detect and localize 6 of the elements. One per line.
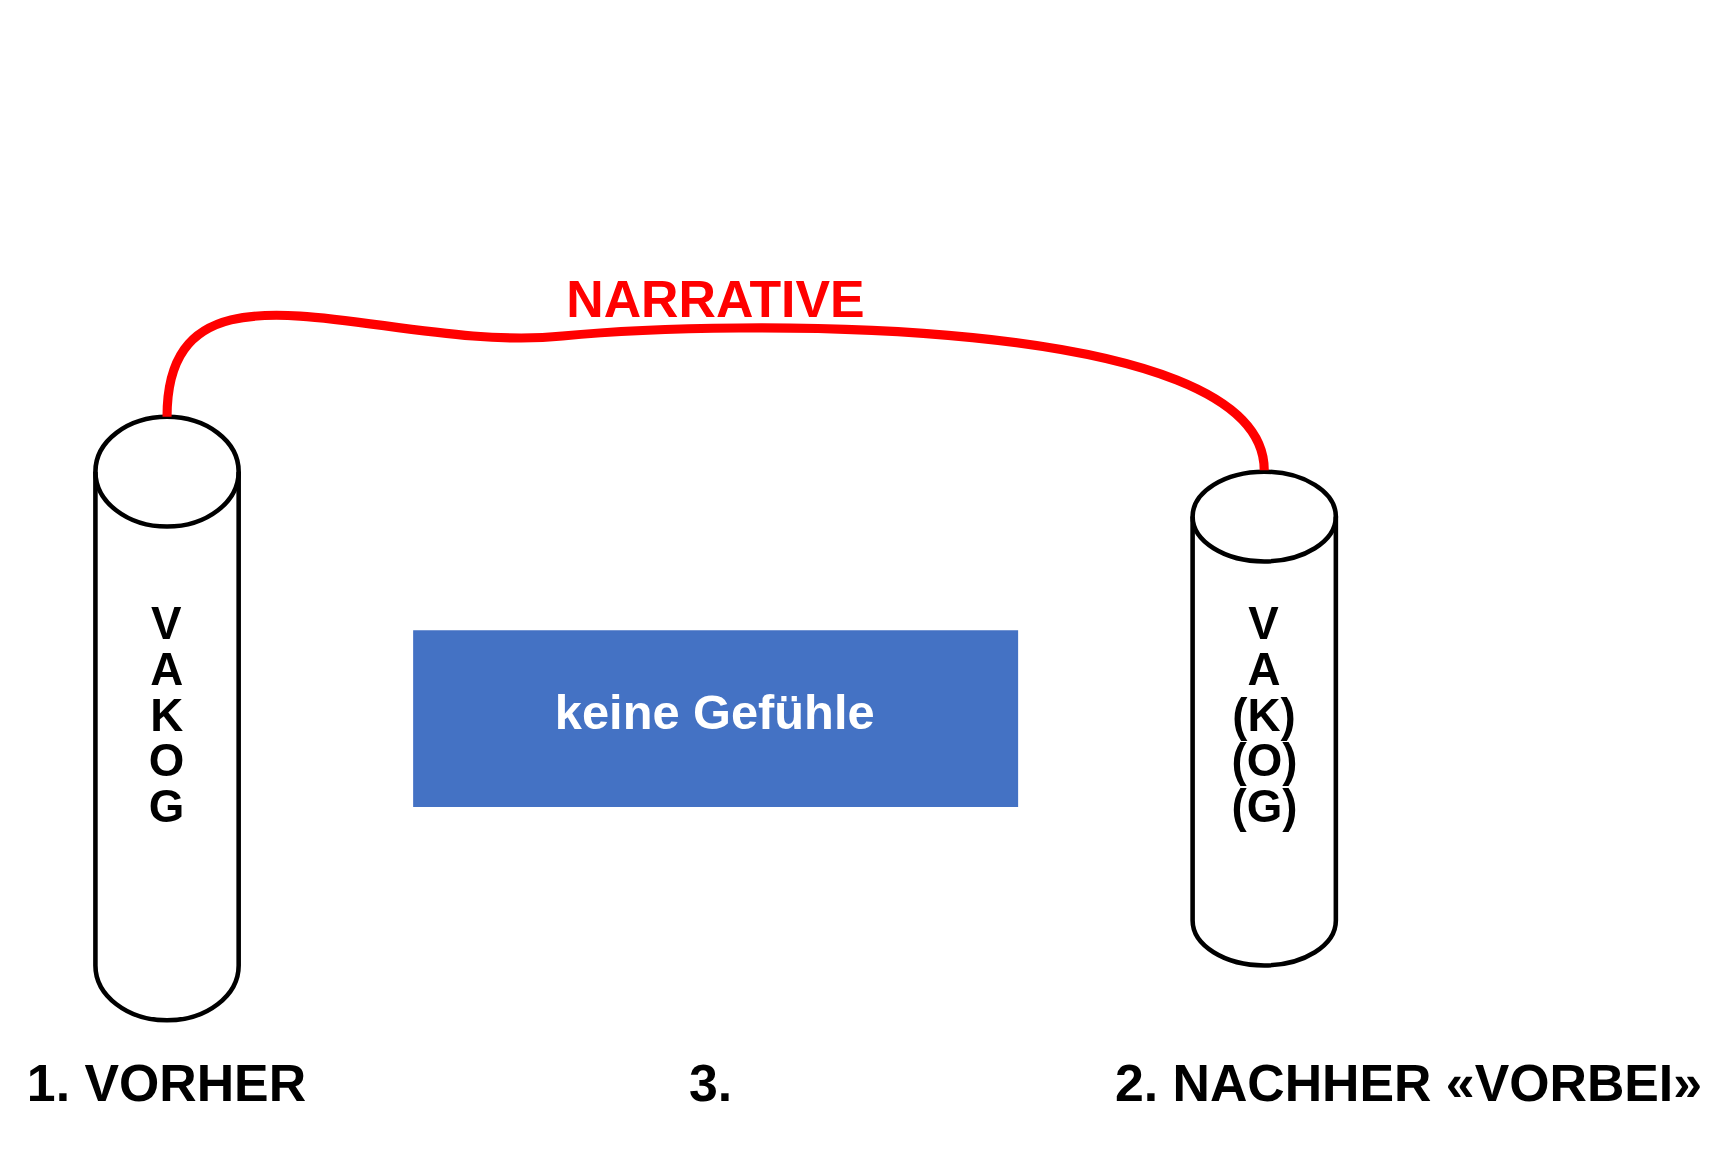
node-label: 1. VORHER xyxy=(26,1054,307,1113)
node-label: 2. NACHHER «VORBEI» xyxy=(1114,1054,1703,1113)
node-box: keine Gefühle xyxy=(413,630,1019,807)
connector xyxy=(162,311,1269,472)
label: 3. xyxy=(688,1054,733,1113)
edge-label: NARRATIVE xyxy=(566,270,865,329)
